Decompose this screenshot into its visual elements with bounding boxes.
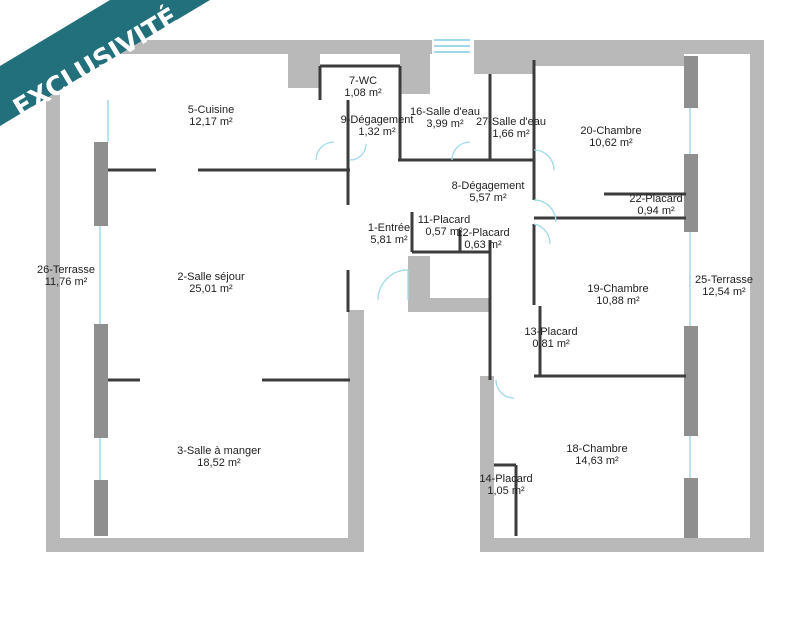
interior-partitions (108, 60, 686, 536)
room-chambre-19: 19-Chambre 10,88 m² (587, 283, 648, 307)
wall-left (46, 40, 60, 552)
room-area: 10,88 m² (596, 295, 640, 307)
wall-bottom-left (46, 538, 364, 552)
room-area: 5,57 m² (469, 192, 507, 204)
room-area: 3,99 m² (426, 118, 464, 130)
room-area: 0,94 m² (637, 205, 675, 217)
room-name: 14-Placard (479, 473, 533, 485)
room-placard-14: 14-Placard 1,05 m² (479, 473, 532, 497)
room-name: 27-Salle d'eau (476, 116, 546, 128)
exterior-walls (46, 40, 764, 552)
room-cuisine: 5-Cuisine 12,17 m² (188, 104, 234, 128)
room-area: 0,63 m² (464, 239, 502, 251)
wall-entry-block (408, 256, 430, 312)
room-salle-sejour: 2-Salle séjour 25,01 m² (177, 271, 244, 295)
room-chambre-20: 20-Chambre 10,62 m² (580, 125, 641, 149)
room-area: 5,81 m² (370, 234, 408, 246)
room-degagement-8: 8-Dégagement 5,57 m² (452, 180, 525, 204)
room-name: 26-Terrasse (36, 264, 96, 276)
room-name: 7-WC (348, 75, 378, 87)
room-entree: 1-Entrée 5,81 m² (368, 222, 410, 246)
room-name: 25-Terrasse (694, 274, 754, 286)
room-area: 1,32 m² (358, 126, 396, 138)
wall-stair-right (474, 54, 534, 74)
room-name: 18-Chambre (566, 443, 628, 455)
room-area: 1,66 m² (492, 128, 530, 140)
room-terrasse-25: 25-Terrasse 12,54 m² (695, 274, 753, 298)
wall-right-lower (480, 376, 494, 552)
room-name: 19-Chambre (587, 283, 649, 295)
wall-bedroom-top (534, 54, 684, 66)
room-wc: 7-WC 1,08 m² (344, 75, 381, 99)
room-area: 0,81 m² (532, 338, 570, 350)
room-chambre-18: 18-Chambre 14,63 m² (566, 443, 627, 467)
room-area: 25,01 m² (189, 283, 233, 295)
glazing (99, 100, 691, 480)
room-area: 12,17 m² (189, 116, 233, 128)
room-area: 12,54 m² (702, 286, 746, 298)
room-placard-22: 22-Placard 0,94 m² (629, 193, 682, 217)
wall-entry-corner (428, 298, 490, 312)
wall-mid-lower (348, 310, 364, 552)
room-salle-eau-16: 16-Salle d'eau 3,99 m² (410, 106, 480, 130)
wall-stair-left (400, 54, 430, 94)
room-name: 9-Dégagement (340, 114, 414, 126)
wall-top-right (474, 40, 750, 54)
terrace-columns (94, 56, 698, 538)
room-area: 14,63 m² (575, 455, 619, 467)
room-name: 22-Placard (629, 193, 683, 205)
wall-right (750, 40, 764, 552)
room-name: 16-Salle d'eau (410, 106, 480, 118)
skylight-opening (434, 39, 470, 53)
room-name: 2-Salle séjour (177, 271, 245, 283)
room-name: 11-Placard (417, 214, 471, 226)
room-name: 5-Cuisine (187, 104, 235, 116)
room-placard-11: 11-Placard 0,57 m² (418, 214, 470, 238)
room-area: 0,57 m² (425, 226, 463, 238)
room-name: 12-Placard (456, 227, 510, 239)
room-placard-13: 13-Placard 0,81 m² (524, 326, 577, 350)
room-area: 18,52 m² (197, 457, 241, 469)
room-name: 8-Dégagement (451, 180, 525, 192)
room-name: 3-Salle à manger (177, 445, 261, 457)
wall-bottom-right (480, 538, 750, 552)
room-name: 13-Placard (524, 326, 578, 338)
room-salle-eau-27: 27-Salle d'eau 1,66 m² (476, 116, 546, 140)
door-swings (315, 141, 557, 399)
room-placard-12: 12-Placard 0,63 m² (456, 227, 509, 251)
room-degagement-9: 9-Dégagement 1,32 m² (341, 114, 414, 138)
wall-top-left (46, 40, 432, 54)
wall-wc-block (288, 54, 320, 88)
room-area: 11,76 m² (44, 276, 88, 288)
room-area: 1,05 m² (487, 485, 525, 497)
room-name: 1-Entrée (367, 222, 411, 234)
room-area: 1,08 m² (344, 87, 382, 99)
exclusivite-banner: EXCLUSIVITÉ (0, 0, 210, 126)
room-area: 10,62 m² (589, 137, 633, 149)
room-name: 20-Chambre (580, 125, 642, 137)
room-salle-manger: 3-Salle à manger 18,52 m² (177, 445, 261, 469)
room-terrasse-26: 26-Terrasse 11,76 m² (37, 264, 95, 288)
